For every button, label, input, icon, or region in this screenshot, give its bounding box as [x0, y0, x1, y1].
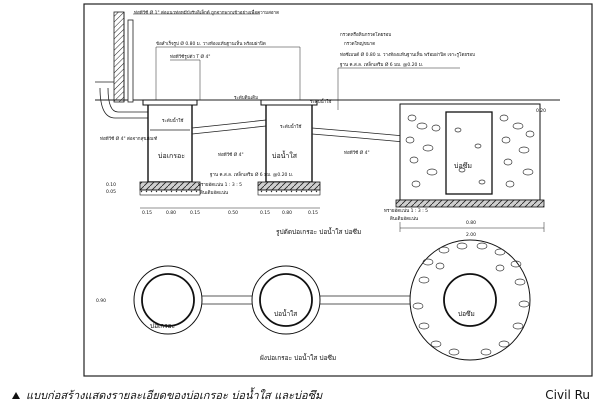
note-tee: ท่อพีวีซีรูปตัว T Ø 4"	[170, 53, 210, 60]
dim-050: 0.50	[228, 210, 238, 216]
note-pipe-b: ท่อพีวีซี Ø 4"	[344, 149, 370, 156]
plan-septic	[133, 265, 203, 335]
dim-005: 0.05	[106, 189, 116, 195]
dim-080-c: 0.80	[466, 220, 476, 226]
septic-label: บ่อเกรอะ	[158, 152, 185, 160]
note-soil-2: ดินเดิมอัดแน่น	[390, 216, 418, 222]
note-inlet: ท่อพีวีซี Ø 4" ต่อจากสุขภัณฑ์	[100, 135, 157, 142]
septic-tank-section	[139, 99, 201, 196]
note-base-2: ฐาน ค.ส.ล. เหล็กเสริม Ø 6 มม. @0.20 ม.	[340, 60, 423, 68]
note-vent: ท่อพีวีซี Ø 1" ต่อแนวท่อหมีบังรับอิเล็กต…	[134, 8, 279, 16]
note-soak-ring: ท่อซีเมนต์ Ø 0.80 ม. วางท้องแท้นฐานเห็น …	[340, 50, 475, 58]
watermark: Civil Ru	[545, 388, 590, 402]
plan-septic-label: บ่อเกรอะ	[150, 322, 175, 330]
dim-015-b: 0.15	[190, 210, 200, 216]
caption-text: แบบก่อสร้างแสดงรายละเอียดของบ่อเกรอะ บ่อ…	[26, 389, 323, 402]
plan-clear	[251, 265, 321, 335]
soak-label: บ่อซึม	[454, 161, 472, 170]
section-title: รูปตัดบ่อเกรอะ บ่อน้ำใส บ่อซึม	[276, 227, 361, 236]
note-ring-1: ข้อสำเร็จรูป Ø 0.80 ม. วางท้องแท้นฐานเห็…	[156, 39, 266, 47]
dim-020: 0.20	[536, 108, 546, 114]
note-pipe-a: ท่อพีวีซี Ø 4"	[218, 151, 244, 158]
note-base-1: ฐาน ค.ส.ล. เหล็กเสริม Ø 6 มม. @0.20 ม.	[210, 170, 293, 178]
building-wall	[113, 11, 125, 103]
soak-pit-section	[395, 103, 545, 208]
note-water-1: ระดับน้ำใช้	[162, 117, 183, 124]
note-soil-1: ดินเดิมอัดแน่น	[200, 190, 228, 196]
plan-soak-label: บ่อซึม	[458, 310, 475, 318]
note-mix-2: ทรายอัดแน่น 1 : 3 : 5	[384, 208, 428, 214]
figure-caption: แบบก่อสร้างแสดงรายละเอียดของบ่อเกรอะ บ่อ…	[12, 386, 322, 404]
plan-pipe-2	[320, 295, 420, 305]
dim-015-c: 0.15	[260, 210, 270, 216]
plan-soak	[409, 239, 531, 361]
note-gravel: กรวดหรือหินกรวดโดยรอบ	[340, 31, 391, 38]
triangle-icon	[12, 392, 20, 399]
note-water-3: ระดับน้ำใช้	[310, 98, 331, 105]
note-water-2: ระดับน้ำใช้	[280, 123, 301, 130]
note-mix-1: ทรายอัดแน่น 1 : 3 : 5	[198, 182, 242, 188]
vent-pipe	[127, 19, 134, 103]
clear-label: บ่อน้ำใส	[272, 149, 298, 160]
plan-title: ผังบ่อเกรอะ บ่อน้ำใส บ่อซึม	[260, 353, 336, 362]
plan-clear-label: บ่อน้ำใส	[274, 309, 297, 318]
drawing-border	[83, 3, 593, 377]
dim-015-d: 0.15	[308, 210, 318, 216]
dim-200-a: 2.00	[466, 232, 476, 238]
dim-080-b: 0.80	[282, 210, 292, 216]
dim-015-a: 0.15	[142, 210, 152, 216]
inlet-pipe	[99, 87, 148, 119]
pipe-septic-clear	[191, 119, 267, 129]
note-grade: ระดับดินเดิม	[234, 95, 258, 101]
dim-080-a: 0.80	[166, 210, 176, 216]
plan-pipe-1	[202, 295, 252, 305]
plan-dim-090: 0.90	[96, 298, 106, 304]
clear-tank-section	[257, 99, 321, 196]
note-coarse: กรวดใหญ่ขนาด	[344, 41, 375, 47]
dim-010: 0.10	[106, 182, 116, 188]
